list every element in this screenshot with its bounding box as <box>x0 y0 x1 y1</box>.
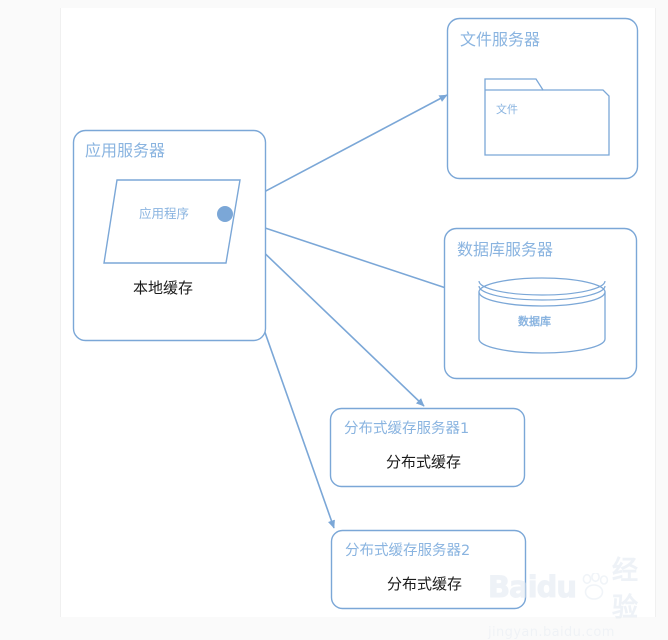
database-cylinder-top-ring-1 <box>478 277 606 307</box>
db-server-title: 数据库服务器 <box>457 240 554 259</box>
cache-server-2-body: 分布式缓存 <box>387 575 463 593</box>
cache-server-1-body: 分布式缓存 <box>386 453 462 471</box>
app-program-parallelogram[interactable] <box>103 179 241 264</box>
node-db-server[interactable] <box>443 227 638 380</box>
database-label: 数据库 <box>518 315 551 328</box>
database-cylinder-top-ring-2 <box>478 285 606 301</box>
node-cache-server-1[interactable] <box>329 407 526 488</box>
connection-hub-dot[interactable] <box>217 206 233 222</box>
file-server-title: 文件服务器 <box>460 30 541 49</box>
connector-app-to-db-server <box>228 215 471 298</box>
node-app-server[interactable] <box>72 129 267 342</box>
node-file-server[interactable] <box>446 17 639 180</box>
app-server-caption: 本地缓存 <box>133 279 194 297</box>
app-server-title: 应用服务器 <box>85 141 166 160</box>
file-label: 文件 <box>496 103 518 116</box>
database-cylinder-top-ring-3 <box>478 280 606 296</box>
folder-icon <box>484 78 610 156</box>
database-cylinder-icon <box>478 291 606 354</box>
node-cache-server-2[interactable] <box>330 529 527 610</box>
cache-server-1-box[interactable] <box>329 407 526 488</box>
cache-server-2-title: 分布式缓存服务器2 <box>345 543 471 559</box>
cache-server-1-title: 分布式缓存服务器1 <box>344 421 470 437</box>
diagram-canvas: 应用服务器 应用程序 本地缓存 文件服务器 文件 数据库服务器 数据库 分布式缓… <box>60 8 656 624</box>
watermark-url-text: jingyan.baidu.com <box>488 625 615 640</box>
diagram-vector-layer <box>72 17 639 610</box>
app-program-label: 应用程序 <box>139 206 190 221</box>
cache-server-2-box[interactable] <box>330 529 527 610</box>
